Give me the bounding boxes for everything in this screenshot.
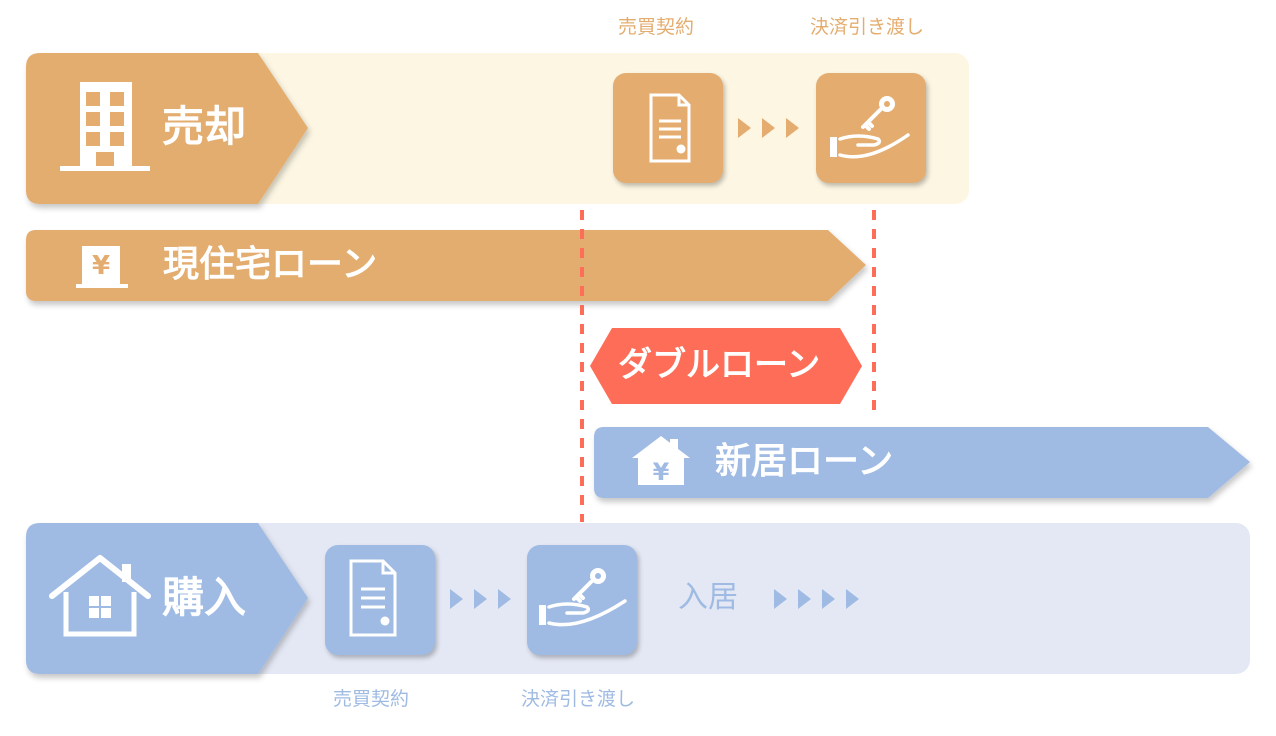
double-loan-shape [590, 328, 862, 404]
svg-text:¥: ¥ [92, 251, 110, 281]
building-icon [60, 82, 150, 171]
move-in-chevrons [774, 589, 859, 609]
svg-text:¥: ¥ [653, 458, 670, 486]
yen-house-icon: ¥ [632, 436, 690, 486]
new-loan-label: 新居ローン [715, 441, 894, 482]
document-icon [649, 93, 691, 163]
sell-title: 売却 [162, 102, 247, 151]
document-icon [349, 559, 397, 637]
buy-title: 購入 [162, 573, 247, 622]
yen-building-icon: ¥ [76, 246, 128, 288]
buy-chevrons [450, 589, 511, 609]
sell-settlement-label: 決済引き渡し [810, 16, 925, 38]
sell-contract-card [613, 73, 723, 183]
buy-settlement-card [527, 545, 637, 655]
key-hand-icon [539, 568, 627, 627]
sell-contract-label: 売買契約 [618, 16, 695, 38]
buy-contract-label: 売買契約 [333, 688, 410, 710]
sell-settlement-card [816, 73, 926, 183]
double-loan-label: ダブルローン [618, 345, 821, 385]
current-loan-arrow [26, 230, 866, 301]
current-loan-label: 現住宅ローン [163, 244, 378, 285]
sell-chevrons [738, 118, 799, 138]
buy-contract-card [325, 545, 435, 655]
move-in-label: 入居 [678, 580, 738, 615]
house-icon [49, 555, 151, 637]
buy-settlement-label: 決済引き渡し [521, 688, 636, 710]
key-hand-icon [830, 96, 910, 159]
new-loan-arrow [594, 427, 1250, 498]
